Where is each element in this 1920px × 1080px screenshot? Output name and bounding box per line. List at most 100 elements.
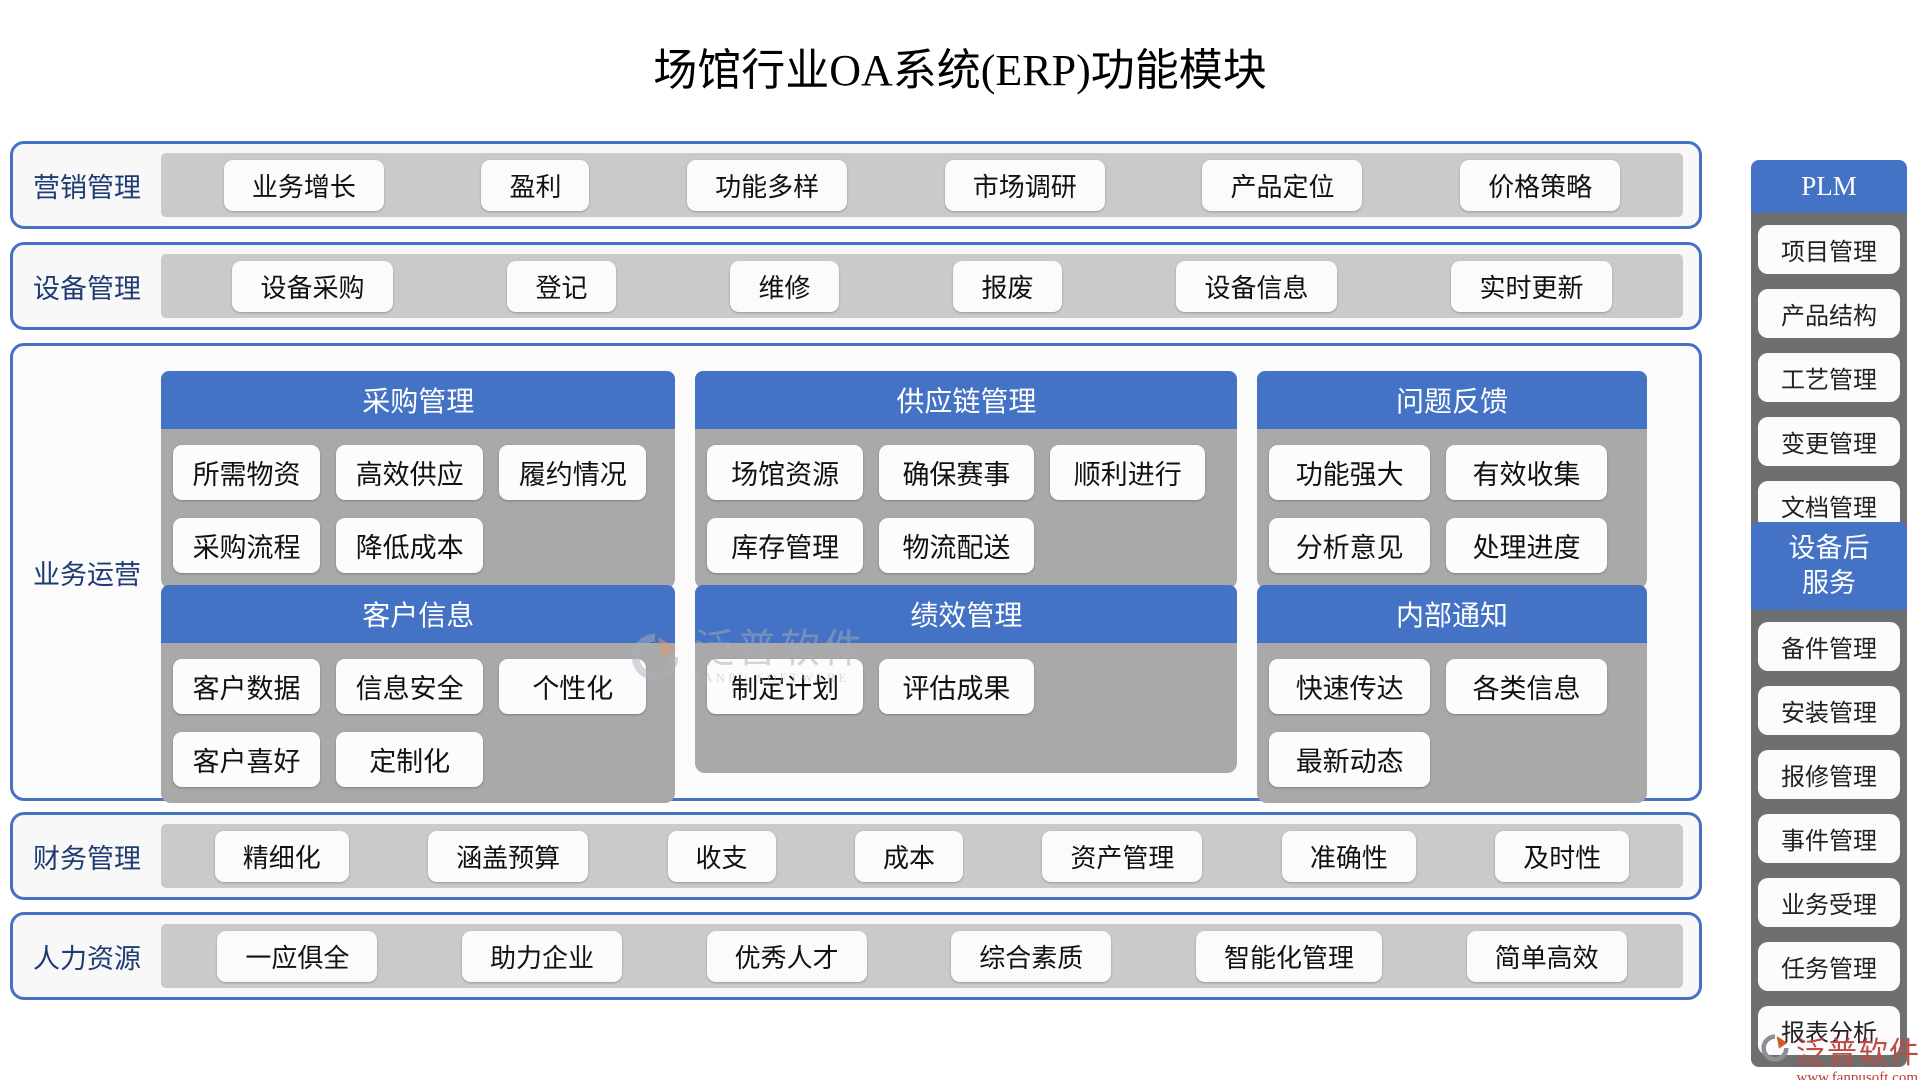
module-chip: 成本: [854, 830, 963, 882]
module-chip: 设备采购: [232, 260, 393, 312]
module-chip: 分析意见: [1269, 518, 1431, 573]
row-label-hr: 人力资源: [33, 943, 141, 974]
fanpu-logo-icon: [1758, 1031, 1792, 1070]
module-chip: 业务增长: [223, 159, 384, 211]
module-chip: 顺利进行: [1050, 445, 1206, 500]
group-feedback: 问题反馈 功能强大有效收集分析意见处理进度: [1257, 371, 1647, 589]
module-chip: 项目管理: [1758, 225, 1900, 275]
module-chip: 助力企业: [461, 930, 622, 982]
row-band-hr: 一应俱全 助力企业 优秀人才 综合素质 智能化管理 简单高效: [161, 924, 1683, 988]
module-chip: 业务受理: [1758, 878, 1900, 928]
module-chip: 任务管理: [1758, 942, 1900, 992]
module-chip: 确保赛事: [878, 445, 1035, 500]
panel-body-plm: 项目管理产品结构工艺管理变更管理文档管理: [1751, 213, 1907, 543]
row-marketing: 营销管理 业务增长盈利功能多样市场调研产品定位价格策略: [10, 141, 1702, 229]
module-chip: 所需物资: [173, 445, 321, 500]
module-chip: 产品定位: [1202, 159, 1363, 211]
module-chip: 智能化管理: [1195, 930, 1382, 982]
module-chip: 报废: [953, 260, 1062, 312]
module-chip: 客户喜好: [173, 732, 321, 787]
group-header: 问题反馈: [1257, 371, 1647, 429]
module-chip: 涵盖预算: [428, 830, 589, 882]
module-chip: 各类信息: [1446, 659, 1607, 714]
module-chip: 准确性: [1281, 830, 1416, 882]
module-chip: 信息安全: [336, 659, 484, 714]
module-chip: 简单高效: [1466, 930, 1627, 982]
panel-body-after-sales: 备件管理安装管理报修管理事件管理业务受理任务管理报表分析: [1751, 610, 1907, 1068]
module-chip: 事件管理: [1758, 814, 1900, 864]
row-equipment: 设备管理 设备采购 登记 维修 报废 设备信息 实时更新: [10, 242, 1702, 330]
module-chip: 最新动态: [1269, 732, 1431, 787]
row-label-equipment: 设备管理: [33, 273, 141, 304]
panel-plm: PLM 项目管理产品结构工艺管理变更管理文档管理: [1751, 160, 1907, 543]
group-header: 采购管理: [161, 371, 676, 429]
row-label-operations: 业务运营: [33, 559, 141, 590]
module-chip: 有效收集: [1446, 445, 1607, 500]
module-chip: 一应俱全: [217, 930, 378, 982]
footer-logo: 泛普软件 www.fanpusoft.com: [1748, 1028, 1920, 1080]
group-header: 供应链管理: [695, 371, 1238, 429]
module-chip: 综合素质: [951, 930, 1112, 982]
module-chip: 报修管理: [1758, 750, 1900, 800]
module-chip: 维修: [730, 260, 839, 312]
module-chip: 备件管理: [1758, 622, 1900, 672]
group-procurement: 采购管理 所需物资高效供应履约情况采购流程降低成本: [161, 371, 676, 589]
module-chip: 价格策略: [1460, 159, 1621, 211]
operations-box: 业务运营 采购管理 所需物资高效供应履约情况采购流程降低成本 供应链管理 场馆资…: [10, 343, 1702, 803]
module-chip: 功能多样: [687, 159, 848, 211]
group-body: 功能强大有效收集分析意见处理进度: [1257, 429, 1647, 589]
module-chip: 快速传达: [1269, 659, 1431, 714]
module-chip: 登记: [507, 260, 616, 312]
row-band-equipment: 设备采购 登记 维修 报废 设备信息 实时更新: [161, 254, 1683, 318]
module-chip: 库存管理: [707, 518, 863, 573]
module-chip: 市场调研: [944, 159, 1105, 211]
module-chip: 客户数据: [173, 659, 321, 714]
panel-after-sales: 设备后 服务 备件管理安装管理报修管理事件管理业务受理任务管理报表分析: [1751, 522, 1907, 1068]
row-label-finance: 财务管理: [33, 843, 141, 874]
module-chip: 实时更新: [1451, 260, 1612, 312]
panel-header-after-sales: 设备后 服务: [1751, 522, 1907, 611]
module-chip: 变更管理: [1758, 417, 1900, 467]
module-chip: 文档管理: [1758, 481, 1900, 531]
module-chip: 物流配送: [878, 518, 1035, 573]
module-chip: 履约情况: [499, 445, 647, 500]
module-chip: 工艺管理: [1758, 353, 1900, 403]
module-chip: 个性化: [499, 659, 647, 714]
footer-logo-url: www.fanpusoft.com: [1796, 1070, 1918, 1080]
module-chip: 评估成果: [878, 659, 1035, 714]
module-chip: 精细化: [214, 830, 349, 882]
group-header: 内部通知: [1257, 585, 1647, 643]
module-chip: 报表分析: [1758, 1006, 1900, 1056]
group-customer-info: 客户信息 客户数据信息安全个性化客户喜好定制化: [161, 585, 676, 803]
row-band-marketing: 业务增长盈利功能多样市场调研产品定位价格策略: [161, 153, 1683, 217]
module-chip: 高效供应: [336, 445, 484, 500]
group-internal-notice: 内部通知 快速传达各类信息最新动态: [1257, 585, 1647, 803]
group-performance: 绩效管理 制定计划评估成果: [695, 585, 1238, 773]
group-body: 制定计划评估成果: [695, 643, 1238, 773]
page-title: 场馆行业OA系统(ERP)功能模块: [653, 46, 1267, 95]
module-chip: 采购流程: [173, 518, 321, 573]
group-supply-chain: 供应链管理 场馆资源确保赛事顺利进行库存管理物流配送: [695, 371, 1238, 589]
module-chip: 场馆资源: [707, 445, 863, 500]
module-chip: 降低成本: [336, 518, 484, 573]
module-chip: 制定计划: [707, 659, 863, 714]
operations-groups: 采购管理 所需物资高效供应履约情况采购流程降低成本 供应链管理 场馆资源确保赛事…: [161, 371, 1683, 803]
module-chip: 处理进度: [1446, 518, 1607, 573]
module-chip: 功能强大: [1269, 445, 1431, 500]
row-label-marketing: 营销管理: [33, 172, 141, 203]
group-header: 绩效管理: [695, 585, 1238, 643]
module-chip: 定制化: [336, 732, 484, 787]
group-body: 快速传达各类信息最新动态: [1257, 643, 1647, 803]
module-chip: 优秀人才: [706, 930, 867, 982]
row-hr: 人力资源 一应俱全 助力企业 优秀人才 综合素质 智能化管理 简单高效: [10, 912, 1702, 1000]
row-band-finance: 精细化涵盖预算收支成本资产管理准确性及时性: [161, 824, 1683, 888]
group-body: 客户数据信息安全个性化客户喜好定制化: [161, 643, 676, 803]
module-chip: 及时性: [1495, 830, 1630, 882]
module-chip: 设备信息: [1176, 260, 1337, 312]
row-finance: 财务管理 精细化涵盖预算收支成本资产管理准确性及时性: [10, 812, 1702, 900]
group-body: 所需物资高效供应履约情况采购流程降低成本: [161, 429, 676, 589]
group-body: 场馆资源确保赛事顺利进行库存管理物流配送: [695, 429, 1238, 589]
panel-header-plm: PLM: [1751, 160, 1907, 214]
footer-logo-name: 泛普软件: [1796, 1037, 1920, 1070]
